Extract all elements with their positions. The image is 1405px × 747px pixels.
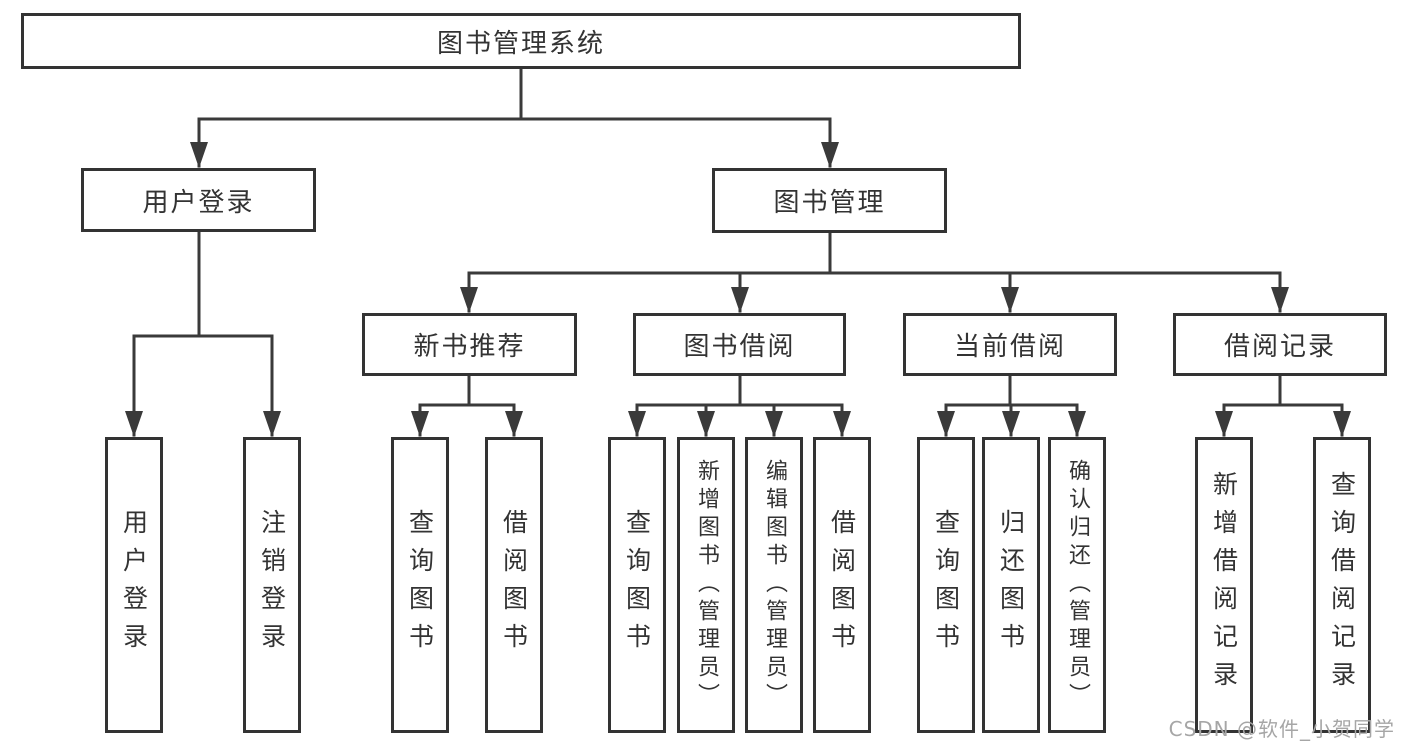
arrow-down-icon <box>833 411 851 437</box>
arrow-down-icon <box>697 411 715 437</box>
records-branch-lines <box>1222 374 1344 437</box>
leaf-query-books-recommend-label: 查询图书 <box>405 509 435 661</box>
leaf-borrow-books: 借阅图书 <box>813 437 871 733</box>
arrow-down-icon <box>505 411 523 437</box>
arrow-down-icons <box>125 142 1351 437</box>
book-borrow-branch-lines <box>635 374 844 437</box>
leaf-query-borrow-record: 查询借阅记录 <box>1313 437 1371 733</box>
leaf-logout: 注销登录 <box>243 437 301 733</box>
user-login-branch-lines <box>132 230 274 437</box>
arrow-down-icon <box>411 411 429 437</box>
arrow-down-icon <box>1333 411 1351 437</box>
node-new-book-recommend: 新书推荐 <box>362 313 577 376</box>
arrow-down-icon <box>460 287 478 313</box>
leaf-add-book-admin-label: 新增图书（管理员） <box>694 459 719 711</box>
leaf-return-book: 归还图书 <box>982 437 1040 733</box>
node-current-borrow-label: 当前借阅 <box>953 332 1066 362</box>
leaf-query-books-recommend: 查询图书 <box>391 437 449 733</box>
leaf-borrow-books-label: 借阅图书 <box>827 509 857 661</box>
book-management-branch-lines <box>467 231 1282 313</box>
arrow-down-icon <box>263 411 281 437</box>
node-root-label: 图书管理系统 <box>436 28 605 59</box>
node-user-login-label: 用户登录 <box>142 187 255 218</box>
leaf-add-borrow-record: 新增借阅记录 <box>1195 437 1253 733</box>
node-book-management-label: 图书管理 <box>773 188 886 218</box>
arrow-down-icon <box>1068 411 1086 437</box>
leaf-query-books-borrow-label: 查询图书 <box>622 509 652 661</box>
node-book-borrow: 图书借阅 <box>633 313 846 376</box>
leaf-query-borrow-record-label: 查询借阅记录 <box>1327 471 1357 699</box>
arrow-down-icon <box>731 287 749 313</box>
tree-connectors <box>132 66 1344 437</box>
node-book-management: 图书管理 <box>712 168 947 233</box>
node-user-login: 用户登录 <box>81 168 316 232</box>
leaf-borrow-books-recommend: 借阅图书 <box>485 437 543 733</box>
new-book-branch-lines <box>418 374 516 437</box>
leaf-query-books-current: 查询图书 <box>917 437 975 733</box>
leaf-logout-label: 注销登录 <box>257 509 287 661</box>
arrow-down-icon <box>125 411 143 437</box>
leaf-query-books-current-label: 查询图书 <box>931 509 961 661</box>
arrow-down-icon <box>1215 411 1233 437</box>
leaf-edit-book-admin-label: 编辑图书（管理员） <box>762 459 787 711</box>
root-branch-lines <box>197 66 832 168</box>
arrow-down-icon <box>190 142 208 168</box>
arrow-down-icon <box>628 411 646 437</box>
leaf-confirm-return-admin: 确认归还（管理员） <box>1048 437 1106 733</box>
leaf-user-login-label: 用户登录 <box>119 509 149 661</box>
csdn-watermark: CSDN @软件_小贺同学 <box>1168 717 1395 741</box>
arrow-down-icon <box>1002 411 1020 437</box>
arrow-down-icon <box>821 142 839 168</box>
arrow-down-icon <box>937 411 955 437</box>
node-borrow-records-label: 借阅记录 <box>1223 332 1336 362</box>
node-root: 图书管理系统 <box>21 13 1021 69</box>
leaf-edit-book-admin: 编辑图书（管理员） <box>745 437 803 733</box>
leaf-borrow-books-recommend-label: 借阅图书 <box>499 509 529 661</box>
arrow-down-icon <box>765 411 783 437</box>
leaf-user-login: 用户登录 <box>105 437 163 733</box>
leaf-add-borrow-record-label: 新增借阅记录 <box>1209 471 1239 699</box>
leaf-confirm-return-admin-label: 确认归还（管理员） <box>1065 459 1090 711</box>
node-current-borrow: 当前借阅 <box>903 313 1117 376</box>
leaf-return-book-label: 归还图书 <box>996 509 1026 661</box>
node-borrow-records: 借阅记录 <box>1173 313 1387 376</box>
arrow-down-icon <box>1001 287 1019 313</box>
arrow-down-icon <box>1271 287 1289 313</box>
node-new-book-recommend-label: 新书推荐 <box>413 332 526 362</box>
leaf-add-book-admin: 新增图书（管理员） <box>677 437 735 733</box>
leaf-query-books-borrow: 查询图书 <box>608 437 666 733</box>
node-book-borrow-label: 图书借阅 <box>683 332 796 362</box>
